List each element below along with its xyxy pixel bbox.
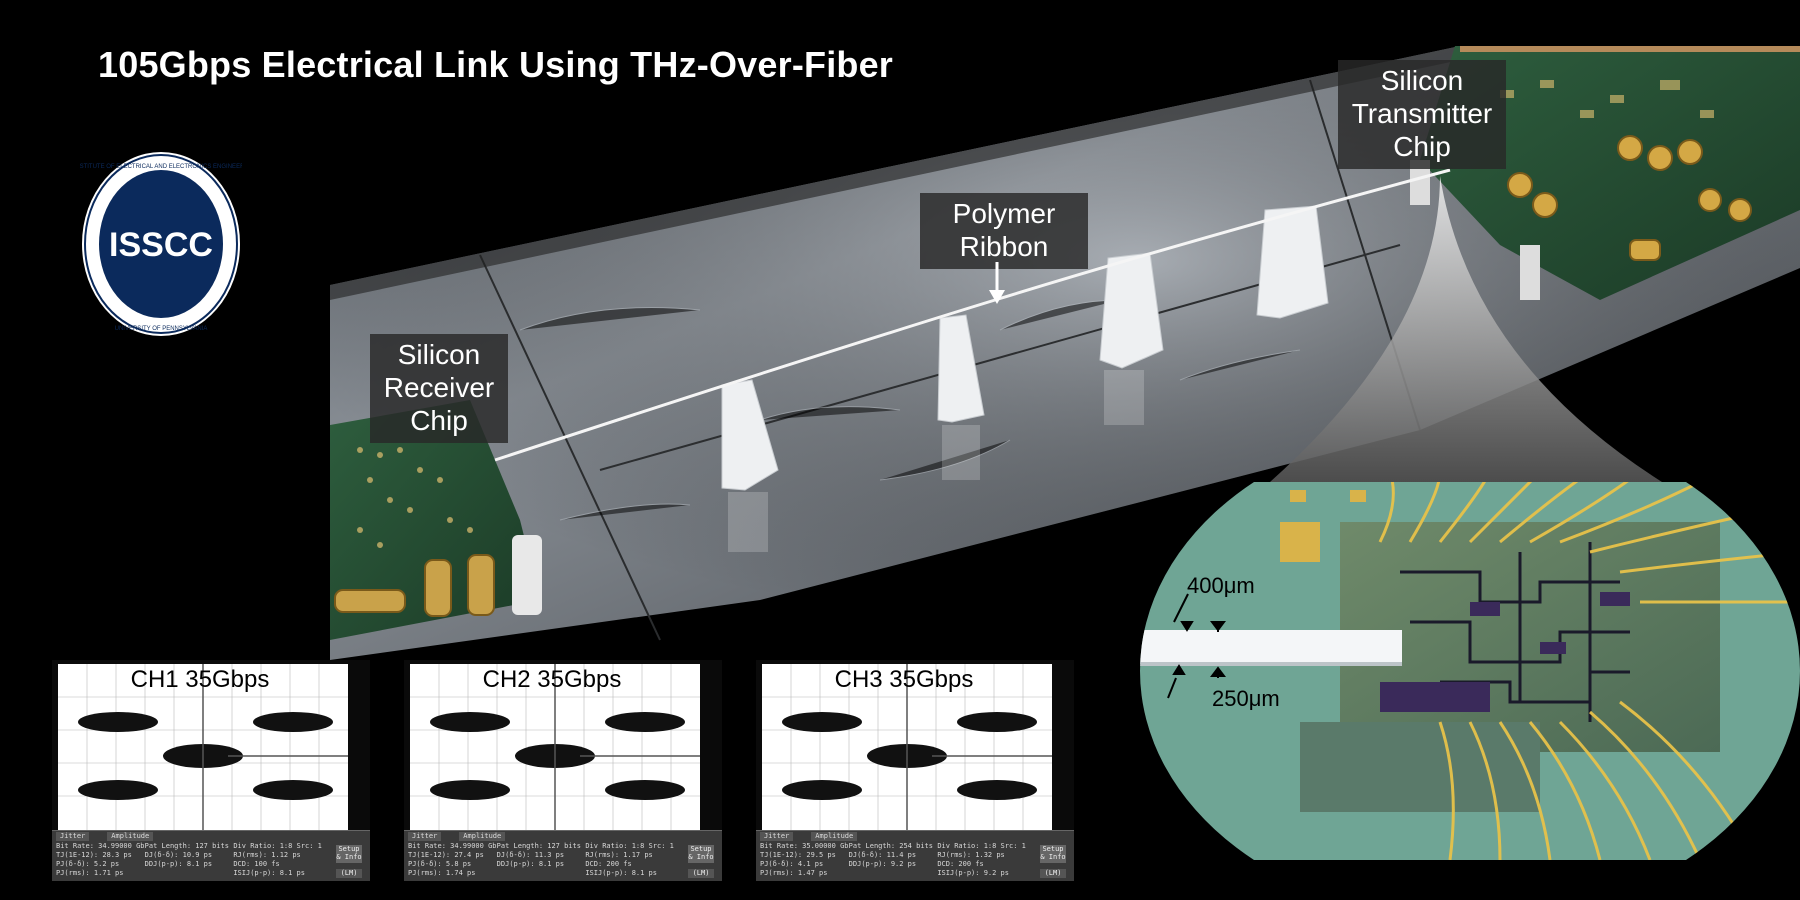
ribbon-label-line-1: Polymer xyxy=(952,198,1056,229)
ch3-r1c2: RJ(rms): 1.32 ps xyxy=(937,851,1005,859)
ch1-r0c1: Pat Length: 127 bits xyxy=(144,842,229,850)
fiber-height-label: 250μm xyxy=(1212,686,1280,711)
scope-ch2: CH2 35Gbps Jitter Amplitude Bit Rate: 34… xyxy=(404,660,722,881)
ch1-r2c0: PJ(δ-δ): 5.2 ps xyxy=(56,860,120,868)
ribbon-label-line-2: Ribbon xyxy=(959,231,1049,262)
ch3-r1c0: TJ(1E-12): 29.5 ps xyxy=(760,851,836,859)
ch1-r2c1: DDJ(p-p): 8.1 ps xyxy=(144,860,213,868)
ch1-lm-button[interactable]: (LM) xyxy=(336,869,362,878)
chip-micrograph-inset xyxy=(1140,482,1800,860)
ch1-r3c2: ISIJ(p-p): 8.1 ps xyxy=(233,869,305,877)
ch3-r2c0: PJ(δ-δ): 4.1 ps xyxy=(760,860,824,868)
scope-ch1: CH1 35Gbps Jitter Amplitude Bit Rate: 34… xyxy=(52,660,370,881)
ch3-readout-panel: Jitter Amplitude Bit Rate: 35.00000 Gb/s… xyxy=(756,830,1074,881)
ch1-r0c2: Div Ratio: 1:8 Src: 1 xyxy=(233,842,322,850)
ch1-r0c0: Bit Rate: 34.99000 Gb/s xyxy=(56,842,145,850)
ch2-setup-button[interactable]: Setup & Info xyxy=(688,845,714,863)
ch2-r2c2: DCD: 200 fs xyxy=(585,860,632,868)
fiber-width-label: 400μm xyxy=(1187,573,1255,598)
ch3-r3c1 xyxy=(849,869,938,878)
ch2-r1c0: TJ(1E-12): 27.4 ps xyxy=(408,851,484,859)
ch3-tab-jitter[interactable]: Jitter xyxy=(760,832,794,841)
ch1-label: CH1 35Gbps xyxy=(130,666,270,693)
ch1-r1c1: DJ(δ-δ): 10.9 ps xyxy=(144,851,213,859)
ch2-tab-amplitude[interactable]: Amplitude xyxy=(459,832,506,841)
ch1-r2c2: DCD: 100 fs xyxy=(233,860,280,868)
transmitter-chip-label: Silicon Transmitter Chip xyxy=(1338,60,1506,169)
ch2-r3c1 xyxy=(497,869,586,878)
ch3-lm-button[interactable]: (LM) xyxy=(1040,869,1066,878)
eye-diagram-ch2 xyxy=(410,664,700,830)
ch3-tab-amplitude[interactable]: Amplitude xyxy=(811,832,858,841)
ch1-tab-amplitude[interactable]: Amplitude xyxy=(107,832,154,841)
ch2-r0c0: Bit Rate: 34.99000 Gb/s xyxy=(408,842,497,850)
scope-ch3: CH3 35Gbps Jitter Amplitude Bit Rate: 35… xyxy=(756,660,1074,881)
ch1-r1c2: RJ(rms): 1.12 ps xyxy=(233,851,301,859)
ch3-r0c2: Div Ratio: 1:8 Src: 1 xyxy=(937,842,1026,850)
eye-diagram-ch1 xyxy=(58,664,348,830)
ch2-label: CH2 35Gbps xyxy=(482,666,622,693)
ch3-r2c1: DDJ(p-p): 9.2 ps xyxy=(848,860,917,868)
ch2-readout-panel: Jitter Amplitude Bit Rate: 34.99000 Gb/s… xyxy=(404,830,722,881)
ch2-r0c2: Div Ratio: 1:8 Src: 1 xyxy=(585,842,674,850)
receiver-label-line-3: Chip xyxy=(410,405,468,436)
transmitter-label-line-2: Transmitter xyxy=(1351,98,1493,129)
eye-diagram-ch3 xyxy=(762,664,1052,830)
svg-text:INSTITUTE OF ELECTRICAL AND EL: INSTITUTE OF ELECTRICAL AND ELECTRONICS … xyxy=(80,164,242,170)
ch3-label: CH3 35Gbps xyxy=(834,666,974,693)
ch2-r2c0: PJ(δ-δ): 5.8 ps xyxy=(408,860,472,868)
ch2-r1c1: DJ(δ-δ): 11.3 ps xyxy=(496,851,565,859)
ch1-r3c1 xyxy=(145,869,234,878)
ribbon-arrow-icon xyxy=(989,262,1005,304)
transmitter-label-line-1: Silicon xyxy=(1380,65,1464,96)
ch3-r3c2: ISIJ(p-p): 9.2 ps xyxy=(937,869,1009,877)
ch2-r3c2: ISIJ(p-p): 8.1 ps xyxy=(585,869,657,877)
ch1-readout-panel: Jitter Amplitude Bit Rate: 34.99000 Gb/s… xyxy=(52,830,370,881)
ch2-tab-jitter[interactable]: Jitter xyxy=(408,832,442,841)
ch1-tab-jitter[interactable]: Jitter xyxy=(56,832,90,841)
ch3-r0c0: Bit Rate: 35.00000 Gb/s xyxy=(760,842,849,850)
ch1-setup-button[interactable]: Setup & Info xyxy=(336,845,362,863)
isscc-logo: ISSCC INSTITUTE OF ELECTRICAL AND ELECTR… xyxy=(80,152,242,336)
transmitter-label-line-3: Chip xyxy=(1393,131,1451,162)
ch2-r3c0: PJ(rms): 1.74 ps xyxy=(408,869,476,877)
ch3-setup-button[interactable]: Setup & Info xyxy=(1040,845,1066,863)
svg-text:UNIVERSITY OF PENNSYLVANIA: UNIVERSITY OF PENNSYLVANIA xyxy=(115,326,208,332)
ch3-r1c1: DJ(δ-δ): 11.4 ps xyxy=(848,851,917,859)
ch2-lm-button[interactable]: (LM) xyxy=(688,869,714,878)
ch3-r0c1: Pat Length: 254 bits xyxy=(848,842,933,850)
polymer-ribbon-label: Polymer Ribbon xyxy=(920,193,1088,269)
ch2-r0c1: Pat Length: 127 bits xyxy=(496,842,581,850)
ch1-r1c0: TJ(1E-12): 28.3 ps xyxy=(56,851,132,859)
slide-title: 105Gbps Electrical Link Using THz-Over-F… xyxy=(98,44,894,85)
ch2-r1c2: RJ(rms): 1.17 ps xyxy=(585,851,653,859)
receiver-chip-label: Silicon Receiver Chip xyxy=(370,334,508,443)
ch3-r3c0: PJ(rms): 1.47 ps xyxy=(760,869,828,877)
ch1-r3c0: PJ(rms): 1.71 ps xyxy=(56,869,124,877)
receiver-label-line-1: Silicon xyxy=(397,339,481,370)
ch2-r2c1: DDJ(p-p): 8.1 ps xyxy=(496,860,565,868)
svg-text:ISSCC: ISSCC xyxy=(109,226,213,264)
ch3-r2c2: DCD: 200 fs xyxy=(937,860,984,868)
receiver-label-line-2: Receiver xyxy=(383,372,495,403)
